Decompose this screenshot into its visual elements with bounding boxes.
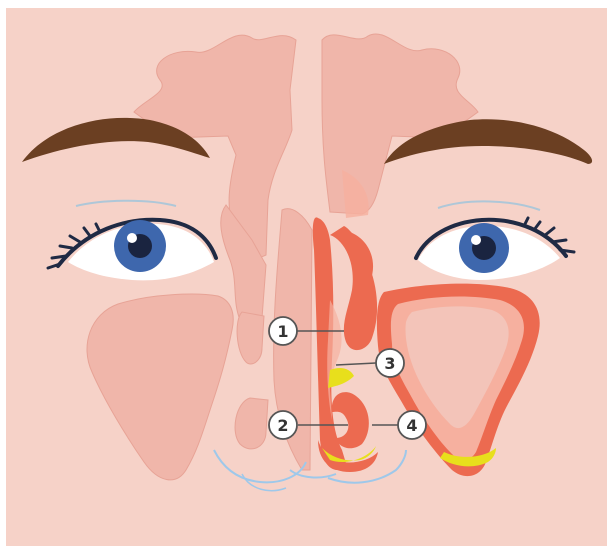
- callout-1-text: 1: [277, 322, 288, 341]
- callout-4: 4: [398, 411, 426, 439]
- callout-2: 2: [269, 411, 297, 439]
- callout-1: 1: [269, 317, 297, 345]
- callout-3-text: 3: [384, 354, 395, 373]
- callout-4-text: 4: [406, 416, 417, 435]
- callout-3: 3: [376, 349, 404, 377]
- callout-2-text: 2: [277, 416, 288, 435]
